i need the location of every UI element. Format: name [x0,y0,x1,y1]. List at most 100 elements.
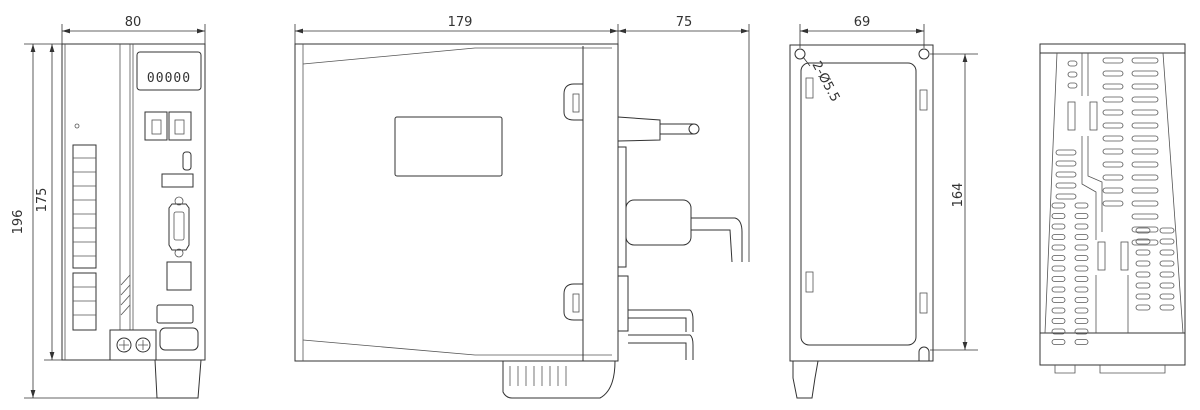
side-view: 179 75 [294,15,750,399]
vent-slot [1159,304,1175,311]
vent-slot [1051,202,1066,209]
vent-slot [1131,135,1159,142]
vent-slots [1051,57,1175,345]
display-readout: 00000 [147,71,191,86]
vent-slot [1102,187,1124,194]
front-dimensions: 80 196 175 [11,15,206,399]
height-dimension-196: 196 [11,210,26,235]
vent-slot [1067,71,1078,78]
vent-slot [1102,200,1124,207]
front-body [61,43,206,361]
vent-slot [1074,213,1089,219]
motor-port [159,327,199,351]
vent-slot [1159,282,1175,289]
vent-slot [1051,265,1066,272]
vent-slot [1102,96,1124,103]
vent-slot [1131,109,1159,116]
mounting-hole-note: 2-Ø5.5 [808,59,842,105]
vent-slot [1067,60,1078,67]
power-connectors [72,144,97,331]
vent-slot [1131,148,1159,155]
vent-view [1039,43,1186,374]
vent-slot [1135,227,1151,234]
vent-slot [1135,304,1151,311]
vent-slot [1131,122,1159,129]
vent-slot [1051,213,1066,219]
vent-slot [1055,171,1077,178]
rear-view: 69 164 2-Ø5.5 [789,15,978,399]
rear-plate [789,44,934,362]
encoder-port [156,304,194,324]
vent-slot [1159,249,1175,256]
vent-slot [1074,307,1089,314]
vent-slot [1135,249,1151,256]
vent-slot [1135,238,1151,245]
depth-dimension-179: 179 [448,15,473,30]
vent-slot [1135,282,1151,289]
vent-slot [1074,297,1089,303]
vent-slot [1131,200,1159,207]
vent-slot [1074,286,1089,293]
bottom-connector [154,359,202,399]
vent-slot [1102,109,1124,116]
vent-slot [1051,255,1066,261]
vent-slot [1102,57,1124,64]
vent-slot [1159,238,1175,245]
mounting-hole [918,48,930,60]
vent-slot [1074,255,1089,261]
side-cables [617,116,743,360]
vent-slot [1074,265,1089,272]
vent-slot [1135,260,1151,267]
side-clip-top [563,83,583,121]
front-view: 80 196 175 00000 [11,15,206,399]
vent-slot [1135,293,1151,300]
io-connector [166,261,192,291]
rj45-ports [144,111,192,141]
vent-slot [1131,213,1159,220]
vent-slot [1074,276,1089,282]
vent-slot [1055,193,1077,200]
vent-slot [1051,339,1066,345]
vent-slot [1131,161,1159,168]
height-dimension-175: 175 [35,188,50,213]
dip-switch [161,173,194,188]
vent-slot [1102,70,1124,77]
vent-slot [1131,70,1159,77]
vent-slot [1131,96,1159,103]
vent-slot [1051,276,1066,282]
vent-slot [1074,328,1089,335]
hole-height-dimension-164: 164 [951,183,966,208]
vent-slot [1159,271,1175,278]
vent-slot [1131,239,1159,246]
vent-slot [1074,202,1089,209]
rear-dimensions: 69 164 2-Ø5.5 [799,15,978,351]
vent-slot [1051,328,1066,335]
vent-slot [1102,148,1124,155]
vent-slot [1055,182,1077,189]
mounting-slot [918,346,930,361]
side-label-area [394,116,503,177]
clearance-dimension-75: 75 [676,15,693,30]
mounting-hole [794,48,806,60]
status-display: 00000 [136,51,202,91]
vent-slot [1074,318,1089,324]
vent-slot [1067,82,1078,89]
vent-slot [1102,122,1124,129]
vent-slot [1159,260,1175,267]
vent-slot [1051,286,1066,293]
db-connector [168,196,190,258]
vent-slot [1159,227,1175,234]
vent-slot [1074,223,1089,230]
side-dimensions: 179 75 [294,15,750,262]
vent-slot [1051,244,1066,251]
side-clip-bottom [563,283,583,321]
vent-slot [1074,244,1089,251]
terminal-block [109,329,157,361]
hole-width-dimension-69: 69 [854,15,871,30]
vent-slot [1131,57,1159,64]
vent-slot [1102,135,1124,142]
usb-port [182,151,192,171]
vent-slot [1074,339,1089,345]
vent-slot [1051,223,1066,230]
